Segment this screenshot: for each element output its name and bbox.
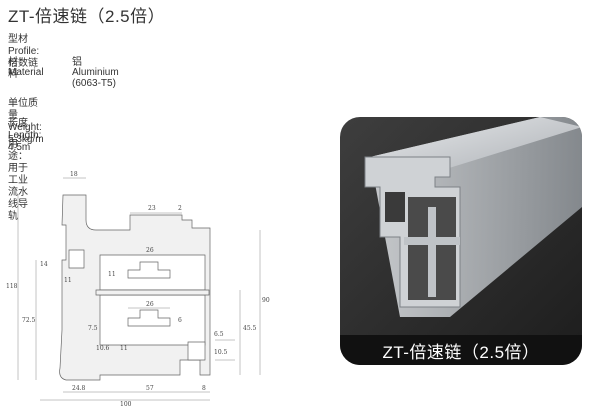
bottom-t-slot [127,309,171,327]
right-t-slot [187,341,206,361]
dim-8: 8 [202,385,206,392]
material-grade: (6063-T5) [72,78,116,89]
dim-23: 23 [148,205,156,212]
aluminium-profile-image [364,117,582,317]
center-web [95,289,210,296]
dim-11a: 11 [64,277,72,284]
left-slot [68,249,85,269]
page-title: ZT-倍速链（2.5倍） [8,7,166,26]
top-t-slot [127,261,171,279]
dim-72-5: 72.5 [22,317,36,324]
length-text: 长度 Length: 4.5m [8,118,42,153]
photo-caption: ZT-倍速链（2.5倍） [340,335,582,365]
dim-26a: 26 [146,247,154,254]
dim-7-5: 7.5 [88,325,98,332]
material-label-en: Material [8,67,44,78]
dim-26b: 26 [146,301,154,308]
dim-14: 14 [40,261,48,268]
weight-text: 单位质量 Weight: 5.3kg/m [8,98,44,145]
dim-11b: 11 [108,271,116,278]
dim-2: 2 [178,205,182,212]
dimension-lines [17,177,261,401]
material-value-cn: 铝 [72,57,82,68]
product-photo: ZT-倍速链（2.5倍） [340,117,582,365]
dim-57: 57 [146,385,154,392]
dim-10-5: 10.5 [214,349,228,356]
dim-100: 100 [120,401,132,407]
dim-11c: 11 [120,345,128,352]
dim-6: 6 [178,317,182,324]
material-label-cn: 材料 [8,57,18,80]
dim-45-5: 45.5 [243,325,257,332]
profile-text: 型材 Profile: 倍数链 [8,34,40,69]
profile-cross-section-drawing: 18 23 2 26 26 14 11 11 11 118 72.5 90 45… [6,171,270,407]
dim-10-6: 10.6 [96,345,110,352]
dim-6-5: 6.5 [214,331,224,338]
dim-118: 118 [6,283,18,290]
dim-18: 18 [70,171,78,178]
dim-24-8: 24.8 [72,385,86,392]
dim-90: 90 [262,297,270,304]
material-value-en: Aluminium [72,67,119,78]
